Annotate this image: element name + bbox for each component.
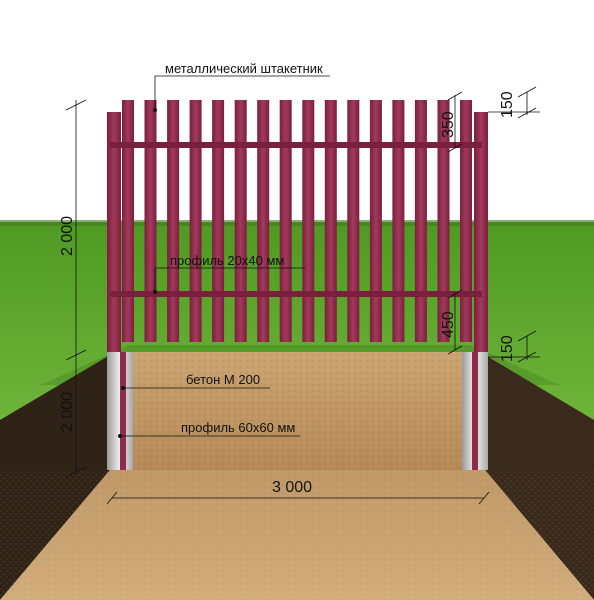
fence-height-dimension: 2 000 [59,215,76,256]
concrete-texture [110,352,485,470]
profile-small-label: профиль 20х40 мм [170,253,285,268]
picket [122,100,134,342]
top-gap-dimension: 350 [440,111,457,138]
post-depth-dimension: 2 000 [59,391,76,432]
left-post-core [120,352,126,470]
picket [167,100,180,342]
picket [369,100,382,342]
trench-floor-texture [0,470,594,600]
picket [279,100,292,342]
dimension-lines [65,86,540,505]
bottom-gap-dimension: 450 [440,311,457,338]
profile-large-label: профиль 60х60 мм [181,420,296,435]
bottom-rail [110,291,482,297]
horizon-line [0,220,594,226]
top-offset-dimension: 150 [499,91,516,118]
right-post-core [472,352,478,470]
leader-lines [120,75,330,437]
top-rail [110,142,482,148]
picket-group [122,100,472,342]
picket [257,100,270,342]
picket [392,100,405,342]
concrete-label: бетон М 200 [186,372,261,387]
picket [324,100,337,342]
picket [460,100,472,342]
sky-background [0,0,594,222]
picket [437,100,450,342]
picket [234,100,247,342]
leader-dots [118,108,157,438]
picket [189,100,202,342]
picket [144,100,157,342]
picket-label: металлический штакетник [165,61,323,76]
span-width-dimension: 3 000 [272,479,313,496]
picket [347,100,360,342]
picket [414,100,427,342]
picket [302,100,315,342]
ground-offset-dimension: 150 [499,335,516,362]
picket [212,100,225,342]
